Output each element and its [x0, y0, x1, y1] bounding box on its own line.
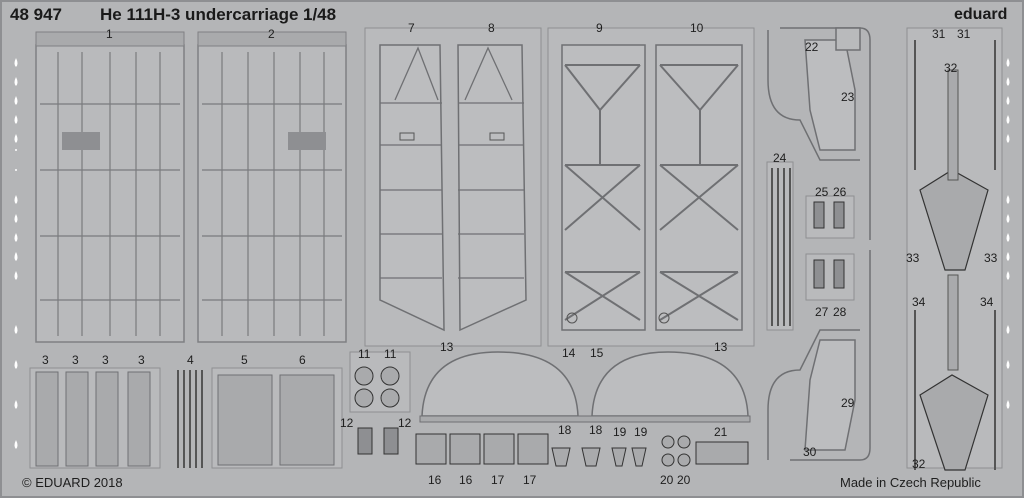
parts-13-15-fairings: [419, 351, 751, 423]
parts-31-34-plates: [906, 27, 1003, 471]
part-label: 18: [558, 423, 572, 437]
origin-text: Made in Czech Republic: [840, 475, 981, 490]
copyright-text: © EDUARD 2018: [22, 475, 123, 490]
part-label: 32: [944, 61, 958, 75]
part-label: 20: [677, 473, 691, 487]
part-label: 5: [241, 353, 248, 367]
catalog-number: 48 947: [10, 5, 62, 24]
parts-11-12-wheels: [349, 351, 411, 455]
part-label: 20: [660, 473, 674, 487]
part-label: 14: [562, 346, 576, 360]
part-label: 29: [841, 396, 855, 410]
part-label: 33: [906, 251, 920, 265]
parts-22-23-frames: [767, 27, 871, 240]
part-label: 9: [596, 21, 603, 35]
part-label: 3: [102, 353, 109, 367]
parts-9-10-doors: [547, 27, 755, 347]
part-label: 11: [384, 347, 397, 361]
part-label: 6: [299, 353, 306, 367]
part-label: 1: [106, 27, 113, 41]
part-label: 12: [398, 416, 412, 430]
part-24-rods: [766, 161, 794, 331]
part-label: 24: [773, 151, 787, 165]
part-label: 13: [440, 340, 454, 354]
part-label: 25: [815, 185, 829, 199]
part-label: 8: [488, 21, 495, 35]
part-label: 33: [984, 251, 998, 265]
kit-scale: 1/48: [303, 5, 336, 24]
part-label: 11: [358, 347, 371, 361]
parts-29-30-frames: [767, 250, 871, 461]
part-label: 23: [841, 90, 855, 104]
part-label: 17: [491, 473, 505, 487]
part-label: 31: [932, 27, 946, 41]
part-label: 18: [589, 423, 603, 437]
brand-logo: eduard: [954, 6, 1007, 23]
part-label: 3: [42, 353, 49, 367]
part-label: 15: [590, 346, 604, 360]
part-label: 17: [523, 473, 537, 487]
part-label: 30: [803, 445, 817, 459]
part-label: 10: [690, 21, 704, 35]
right-drain-holes: [1006, 58, 1010, 409]
part-label: 28: [833, 305, 847, 319]
part-label: 19: [634, 425, 648, 439]
part-label: 4: [187, 353, 194, 367]
part-label: 7: [408, 21, 415, 35]
part-label: 34: [912, 295, 926, 309]
parts-16-21-small: [415, 433, 749, 467]
part-label: 32: [912, 457, 926, 471]
part-label: 12: [340, 416, 354, 430]
part-2-panel: [197, 31, 347, 343]
part-label: 19: [613, 425, 627, 439]
parts-7-8-doors: [364, 27, 542, 347]
part-label: 2: [268, 27, 275, 41]
part-label: 16: [459, 473, 473, 487]
part-label: 34: [980, 295, 994, 309]
part-1-panel: [35, 31, 185, 343]
part-label: 21: [714, 425, 728, 439]
part-label: 31: [957, 27, 971, 41]
parts-3-4-5-6: [29, 367, 343, 469]
parts-25-28-brackets: [805, 195, 855, 301]
part-label: 27: [815, 305, 829, 319]
kit-title: He 111H-3 undercarriage: [100, 5, 298, 24]
part-label: 26: [833, 185, 847, 199]
part-label: 13: [714, 340, 728, 354]
part-label: 3: [138, 353, 145, 367]
part-labels: 1 2 7 8 9 10 22 23 24 25 26 27 28 29 30 …: [42, 21, 998, 487]
part-label: 22: [805, 40, 819, 54]
part-label: 3: [72, 353, 79, 367]
left-drain-holes: [14, 58, 18, 449]
part-label: 16: [428, 473, 442, 487]
